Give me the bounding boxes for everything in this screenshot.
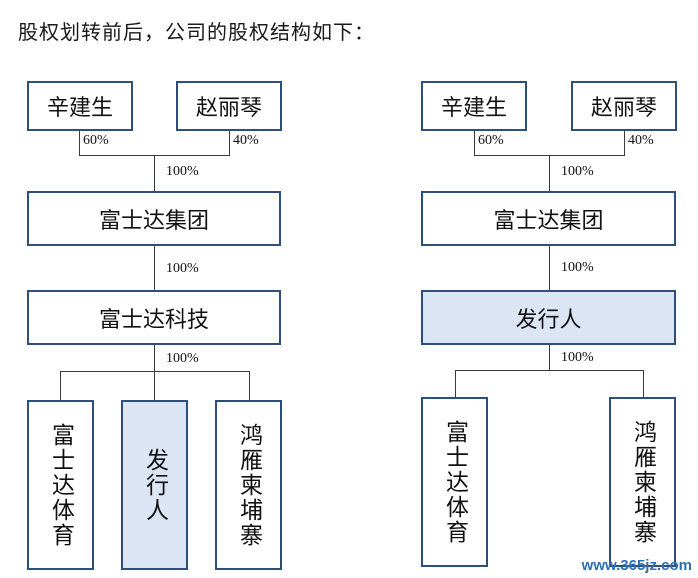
after-shareholder-2-label: 赵丽琴 (590, 96, 657, 121)
before-group-box: 富士达集团 (27, 191, 281, 246)
after-connector-line (455, 370, 456, 397)
before-connector-line (60, 371, 250, 372)
before-connector-line (229, 131, 230, 156)
before-connector-line (154, 345, 155, 400)
after-group-label: 富士达集团 (493, 208, 604, 234)
after-shareholder-1-label: 辛建生 (440, 96, 507, 121)
after-connector-line (474, 131, 475, 156)
before-group-label: 富士达集团 (98, 208, 209, 234)
before-tech-box: 富士达科技 (27, 290, 281, 345)
before-sub-2-label: 发行人 (141, 447, 168, 523)
before-shareholder-1-box: 辛建生 (27, 81, 133, 131)
after-issuer-box: 发行人 (421, 290, 676, 345)
after-connector-line (643, 370, 644, 397)
after-connector-line (549, 155, 550, 191)
after-pct-issuer: 100% (561, 260, 594, 275)
before-connector-line (249, 371, 250, 400)
before-tech-label: 富士达科技 (98, 307, 209, 333)
before-connector-line (79, 131, 80, 156)
after-shareholder-2-box: 赵丽琴 (571, 81, 677, 131)
after-pct-shareholder-1: 60% (478, 133, 504, 148)
before-sub-2-box: 发行人 (121, 400, 188, 570)
after-connector-line (549, 345, 550, 370)
page-heading: 股权划转前后，公司的股权结构如下： (18, 20, 375, 44)
before-sub-3-box: 鸿雁柬埔寨 (215, 400, 282, 570)
after-group-box: 富士达集团 (421, 191, 676, 246)
after-shareholder-1-box: 辛建生 (421, 81, 527, 131)
after-pct-subs: 100% (561, 350, 594, 365)
before-shareholder-2-label: 赵丽琴 (195, 96, 262, 121)
before-shareholder-1-label: 辛建生 (46, 96, 113, 121)
after-sub-2-box: 鸿雁柬埔寨 (609, 397, 676, 567)
before-shareholder-2-box: 赵丽琴 (176, 81, 282, 131)
before-connector-line (154, 155, 155, 191)
before-connector-line (60, 371, 61, 400)
before-pct-shareholder-2: 40% (233, 133, 259, 148)
watermark: www.365jz.com (581, 557, 692, 574)
after-sub-1-label: 富士达体育 (441, 419, 468, 545)
before-pct-tech: 100% (166, 261, 199, 276)
after-connector-line (624, 131, 625, 156)
after-sub-2-label: 鸿雁柬埔寨 (629, 419, 656, 545)
before-sub-1-box: 富士达体育 (27, 400, 94, 570)
before-pct-subs: 100% (166, 351, 199, 366)
before-sub-1-label: 富士达体育 (47, 422, 74, 548)
before-sub-3-label: 鸿雁柬埔寨 (235, 422, 262, 548)
after-pct-shareholder-2: 40% (628, 133, 654, 148)
after-issuer-label: 发行人 (515, 307, 582, 333)
before-pct-shareholder-1: 60% (83, 133, 109, 148)
after-sub-1-box: 富士达体育 (421, 397, 488, 567)
after-connector-line (455, 370, 644, 371)
before-connector-line (154, 246, 155, 290)
after-connector-line (549, 246, 550, 290)
after-pct-group: 100% (561, 164, 594, 179)
before-pct-group: 100% (166, 164, 199, 179)
